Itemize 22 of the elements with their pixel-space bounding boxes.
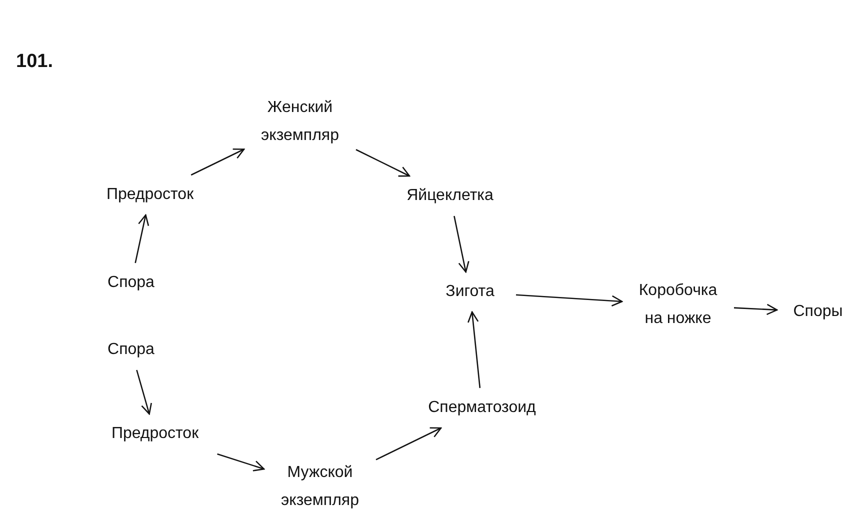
- arrow: [356, 149, 410, 177]
- arrow: [734, 304, 778, 316]
- stage-label: Сперматозоид: [412, 394, 552, 422]
- arrow: [136, 370, 152, 415]
- stage-label: Женский экземпляр: [250, 94, 350, 150]
- stage-label: Предросток: [95, 420, 215, 448]
- stage-label: Зигота: [430, 278, 510, 306]
- stage-label: Спора: [96, 269, 166, 297]
- stage-label: Споры: [783, 298, 853, 326]
- stage-label: Коробочка на ножке: [628, 277, 728, 333]
- stage-label: Предросток: [90, 181, 210, 209]
- stage-label: Мужской экземпляр: [270, 459, 370, 515]
- arrow: [134, 214, 150, 264]
- arrow: [516, 294, 623, 307]
- arrow: [376, 427, 442, 460]
- stage-label: Спора: [96, 336, 166, 364]
- title: 101.: [16, 50, 53, 74]
- arrow: [217, 453, 265, 472]
- stage-label: Яйцеклетка: [390, 182, 510, 210]
- arrow: [454, 216, 470, 273]
- arrow: [467, 311, 481, 388]
- arrow: [190, 148, 245, 176]
